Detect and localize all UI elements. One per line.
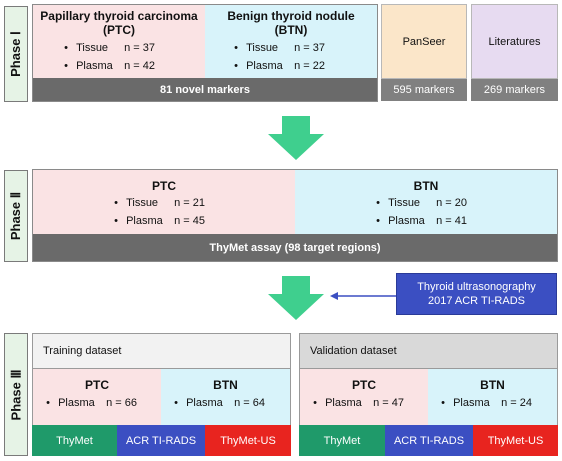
literatures-box: Literatures — [471, 4, 558, 79]
validation-btn-title: BTN — [480, 378, 505, 392]
phase-2-ptc-title: PTC — [152, 179, 176, 193]
phase-3-tab: Phase Ⅲ — [4, 333, 28, 456]
training-ptc-title: PTC — [85, 378, 109, 392]
panseer-label: PanSeer — [402, 35, 446, 48]
literatures-markers-bar: 269 markers — [471, 79, 558, 101]
novel-markers-label: 81 novel markers — [160, 83, 250, 96]
phase-2-tab: Phase Ⅱ — [4, 170, 28, 262]
literature-markers-label: 269 markers — [483, 84, 546, 96]
phase-1-ptc-title-line1: Papillary thyroid carcinoma — [40, 9, 198, 23]
panseer-markers-label: 595 markers — [393, 84, 455, 96]
phase-1-btn-title-line2: (BTN) — [274, 23, 308, 37]
left-arrow-icon — [330, 292, 396, 300]
phase-1-tab: Phase Ⅰ — [4, 6, 28, 102]
validation-acr-tirads-label: ACR TI-RADS — [385, 425, 473, 456]
down-arrow-icon — [268, 116, 324, 160]
validation-dataset-title: Validation dataset — [310, 345, 397, 357]
thymet-assay-bar: ThyMet assay (98 target regions) — [33, 234, 557, 261]
validation-ptc-title: PTC — [352, 378, 376, 392]
down-arrow-icon — [268, 276, 324, 320]
novel-markers-bar: 81 novel markers — [33, 78, 377, 101]
phase-2-main-box — [32, 169, 558, 262]
training-acr-tirads-label: ACR TI-RADS — [117, 425, 205, 456]
panseer-box: PanSeer — [381, 4, 467, 79]
training-thymet-us-label: ThyMet-US — [205, 425, 291, 456]
phase-1-ptc-panel: Papillary thyroid carcinoma (PTC) • Tiss… — [33, 5, 205, 78]
phase-2-label: Phase Ⅱ — [8, 191, 23, 241]
phase-1-label: Phase Ⅰ — [8, 31, 23, 77]
phase-1-main-box — [32, 4, 378, 102]
phase-1-ptc-title-line2: (PTC) — [103, 23, 135, 37]
training-dataset-title: Training dataset — [43, 345, 122, 357]
validation-thymet-us-label: ThyMet-US — [473, 425, 558, 456]
training-btn-title: BTN — [213, 378, 238, 392]
ultrasonography-line2: 2017 ACR TI-RADS — [427, 295, 525, 307]
phase-2-btn-title: BTN — [413, 179, 439, 193]
thymet-assay-label: ThyMet assay (98 target regions) — [209, 241, 381, 254]
training-thymet-label: ThyMet — [32, 425, 117, 456]
ultrasonography-box: Thyroid ultrasonography 2017 ACR TI-RADS — [396, 273, 557, 315]
panseer-markers-bar: 595 markers — [381, 79, 467, 101]
validation-thymet-label: ThyMet — [299, 425, 385, 456]
validation-dataset-header: Validation dataset — [299, 333, 558, 369]
phase-1-btn-title-line1: Benign thyroid nodule — [227, 9, 355, 23]
literatures-label: Literatures — [488, 35, 541, 48]
phase-3-label: Phase Ⅲ — [8, 369, 24, 420]
ultrasonography-line1: Thyroid ultrasonography — [417, 281, 536, 293]
training-dataset-header: Training dataset — [32, 333, 291, 369]
